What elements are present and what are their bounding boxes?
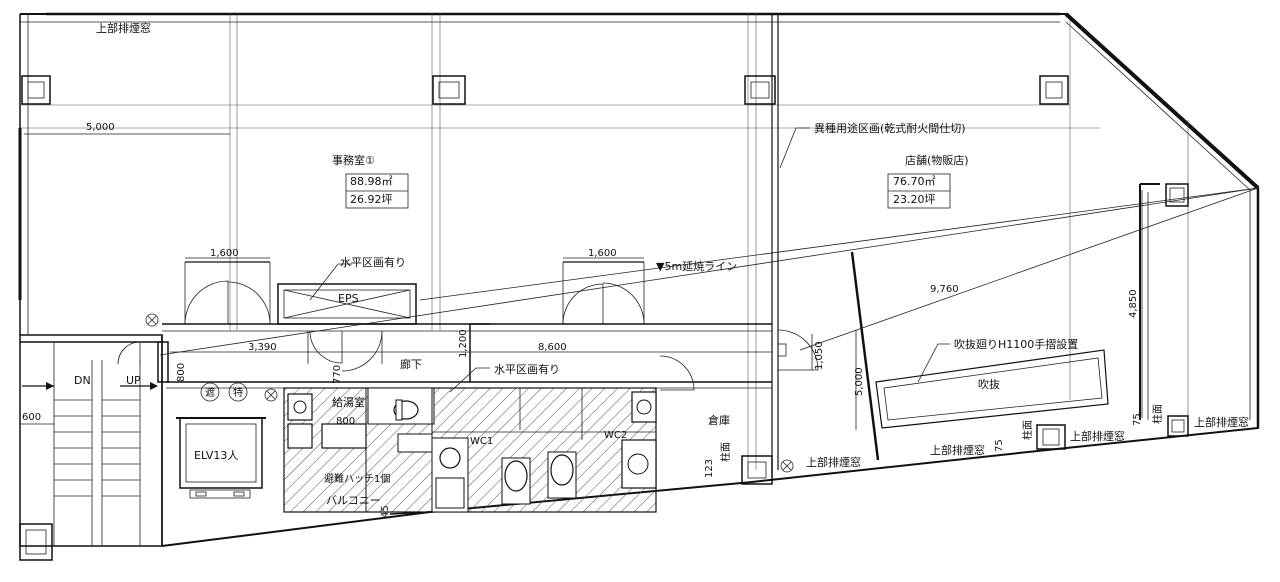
dim-800-stair: 800 (176, 363, 187, 382)
dim-8600: 8,600 (538, 342, 567, 353)
dim-1050: 1,050 (814, 341, 825, 370)
corridor (162, 323, 819, 391)
fire-spread-line (159, 187, 1259, 356)
smoke-detector-symbols (145, 313, 794, 473)
dim-5000-mid: 5,000 (854, 367, 865, 396)
dim-1200: 1,200 (458, 329, 469, 358)
label-stair-up: UP (126, 374, 141, 387)
label-partition-note: 異種用途区画(乾式耐火間仕切) (814, 121, 966, 135)
label-horizontal-div-2: 水平区画有り (494, 362, 560, 376)
label-office-area-tsubo: 26.92坪 (350, 193, 393, 206)
wet-area (283, 387, 657, 515)
label-upper-smoke-1: 上部排煙窓 (806, 455, 861, 469)
dim-75-b: 75 (1132, 413, 1143, 426)
label-wc2: WC2 (604, 430, 627, 441)
dim-9760: 9,760 (930, 284, 959, 295)
dim-800-kitchen: 800 (336, 416, 355, 427)
leader-lines (309, 127, 950, 393)
label-upper-smoke-2: 上部排煙窓 (930, 443, 985, 457)
label-hatch: 避難ハッチ1個 (324, 472, 390, 485)
label-horizontal-div-1: 水平区画有り (340, 255, 406, 269)
dim-45: 45 (380, 505, 391, 518)
label-sign-2: 特 (233, 387, 243, 399)
label-kitchenette: 給湯室 (332, 395, 365, 409)
label-wc1: WC1 (470, 436, 493, 447)
label-corridor: 廊下 (400, 357, 422, 371)
label-stair-dn: DN (74, 374, 91, 387)
label-office-area-m2: 88.98㎡ (350, 175, 393, 188)
label-elevator: ELV13人 (194, 449, 238, 462)
dim-123: 123 (704, 459, 715, 478)
shop-walls (850, 183, 1160, 461)
label-fire-spread-line: ▼5m延焼ライン (656, 260, 737, 273)
dim-3390: 3,390 (248, 342, 277, 353)
dimension-lines (20, 133, 1143, 430)
staircase (19, 334, 169, 547)
label-column-face-2: 柱面 (1021, 420, 1034, 440)
label-void-railing: 吹抜廻りH1100手摺設置 (954, 337, 1078, 351)
dim-770: 770 (332, 365, 343, 384)
label-sign-1: 遮 (205, 386, 215, 399)
label-balcony: バルコニー (326, 494, 381, 507)
dim-1600-left: 1,600 (210, 248, 239, 259)
dim-4850: 4,850 (1128, 289, 1139, 318)
label-upper-smoke-top: 上部排煙窓 (96, 21, 151, 35)
label-column-face-3: 柱面 (1151, 404, 1164, 424)
label-office-name: 事務室① (332, 153, 375, 167)
dim-5000-top: 5,000 (86, 122, 115, 133)
label-column-face-1: 柱面 (719, 442, 732, 462)
label-storage: 倉庫 (708, 413, 730, 427)
label-shop-name: 店舗(物販店) (905, 153, 969, 167)
void (875, 349, 1109, 429)
label-eps: EPS (338, 292, 359, 305)
label-shop-area-m2: 76.70㎡ (893, 175, 936, 188)
elevator (176, 417, 266, 499)
dim-600: 600 (22, 412, 41, 423)
label-shop-area-tsubo: 23.20坪 (893, 193, 936, 206)
office-doors (184, 261, 645, 325)
dim-1600-right: 1,600 (588, 248, 617, 259)
label-upper-smoke-3: 上部排煙窓 (1070, 429, 1125, 443)
dim-75-a: 75 (994, 439, 1005, 452)
grid-lines (20, 14, 1189, 470)
label-void: 吹抜 (978, 377, 1000, 391)
label-upper-smoke-4: 上部排煙窓 (1194, 415, 1249, 429)
columns (19, 75, 1189, 561)
